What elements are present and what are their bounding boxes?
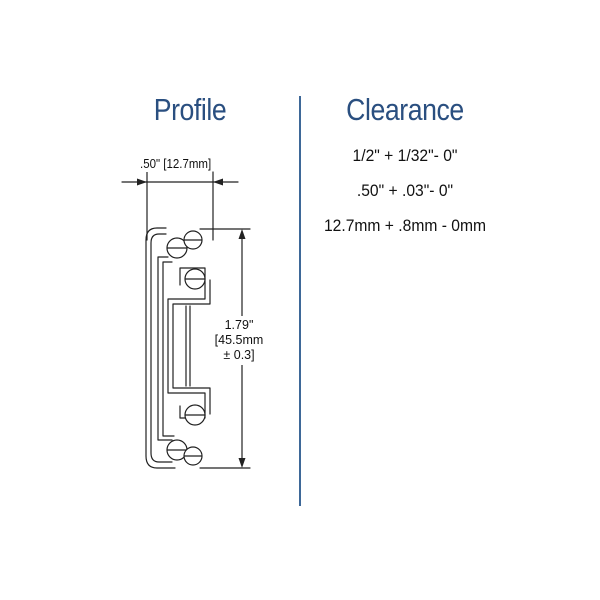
inner-member [167, 282, 206, 412]
intermediate-member [157, 256, 173, 441]
section-divider [299, 96, 301, 506]
drawer-slide-profile-drawing [121, 171, 251, 469]
width-dimension-label: .50" [12.7mm] [140, 157, 212, 172]
height-dimension-mm: [45.5mm [214, 333, 264, 347]
clearance-line-decimal: .50" + .03"- 0" [356, 181, 454, 200]
height-dimension-tolerance: ± 0.3] [223, 348, 255, 362]
clearance-list: 1/2" + 1/32"- 0" .50" + .03"- 0" 12.7mm … [300, 138, 510, 243]
outer-member [145, 227, 176, 469]
height-dimension-label: 1.79" [45.5mm ± 0.3] [213, 316, 265, 365]
bearing-top-left [166, 237, 188, 259]
clearance-line-fraction: 1/2" + 1/32"- 0" [352, 146, 458, 165]
profile-heading: Profile [153, 92, 227, 127]
bearing-upper-inner [184, 268, 206, 290]
clearance-heading: Clearance [346, 92, 464, 127]
height-dimension-inches: 1.79" [224, 318, 254, 332]
bearing-bottom-right [183, 446, 203, 466]
bearing-lower-inner [184, 404, 206, 426]
clearance-line-metric: 12.7mm + .8mm - 0mm [323, 216, 487, 235]
bearing-top-right [183, 230, 203, 250]
